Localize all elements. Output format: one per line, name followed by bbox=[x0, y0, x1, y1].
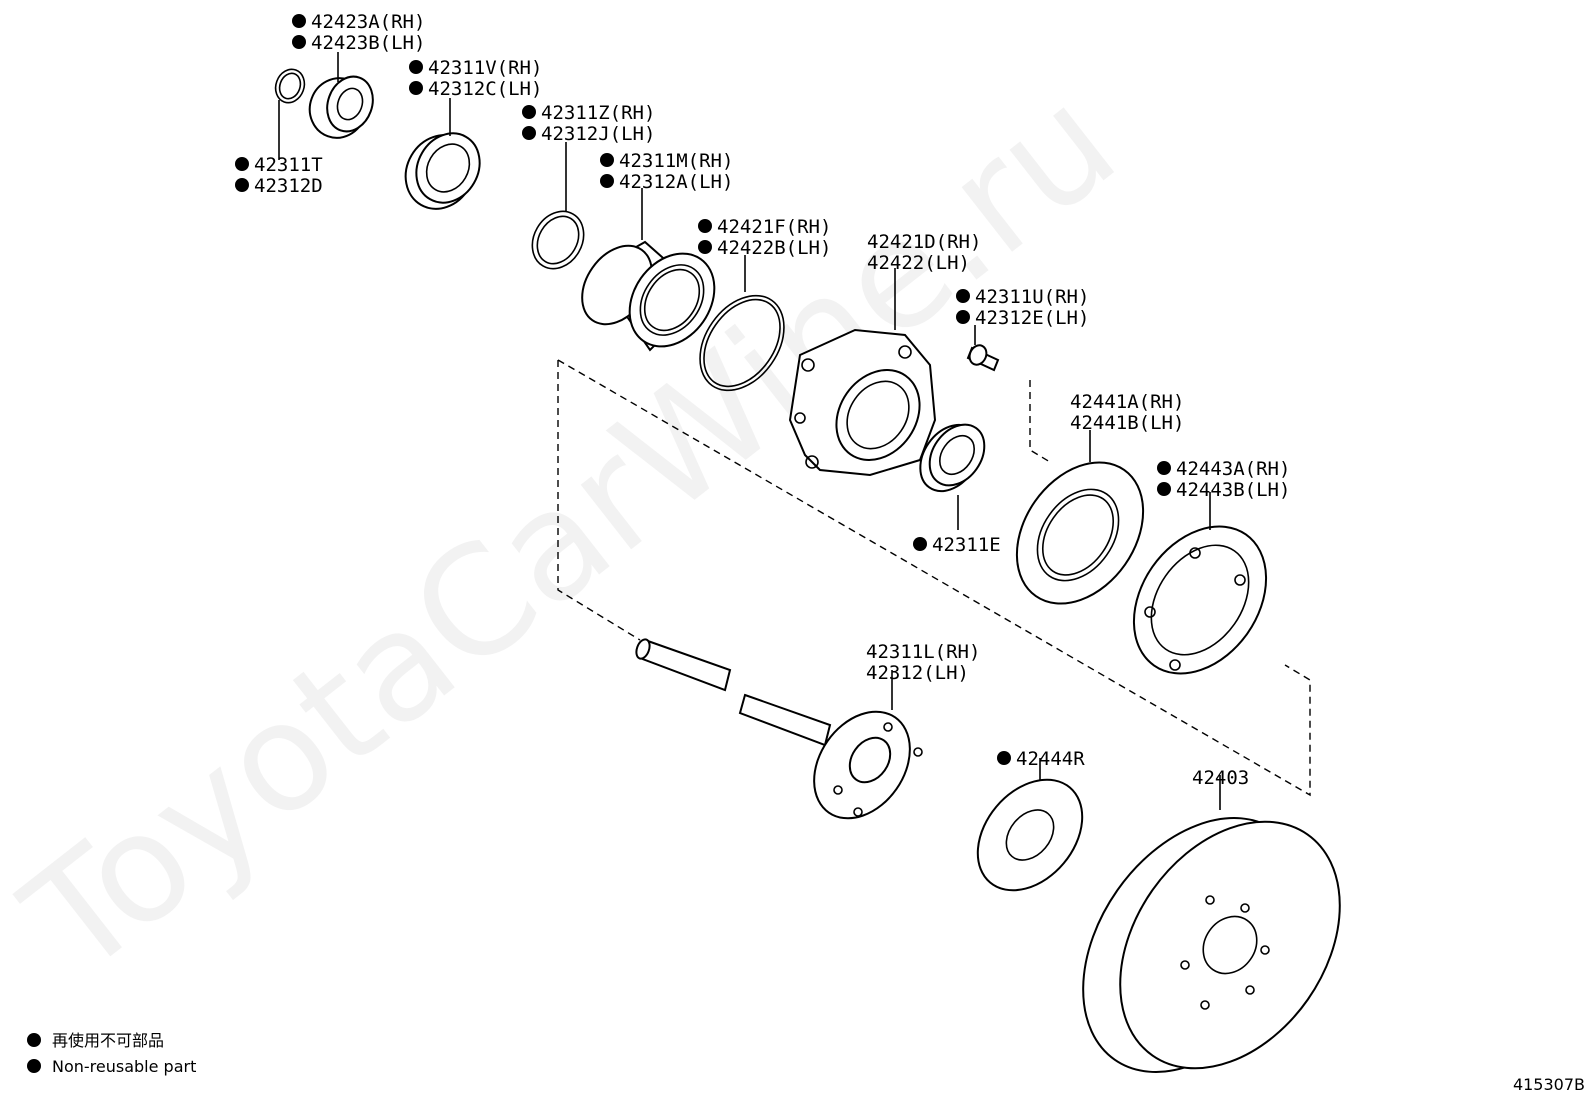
leader-lines bbox=[278, 52, 1221, 810]
svg-text:42443B(LH): 42443B(LH) bbox=[1176, 479, 1290, 501]
retainer-plate bbox=[1132, 525, 1268, 675]
diagram-code: 415307B bbox=[1513, 1075, 1585, 1094]
part-label-42311u: 42311U(RH) 42312E(LH) bbox=[956, 286, 1089, 329]
svg-text:42311Z(RH): 42311Z(RH) bbox=[541, 102, 655, 124]
part-label-42421f: 42421F(RH) 42422B(LH) bbox=[698, 216, 831, 259]
outer-oil-seal bbox=[404, 132, 481, 210]
svg-text:42311V(RH): 42311V(RH) bbox=[428, 57, 542, 79]
part-label-42403: 42403 bbox=[1192, 767, 1249, 789]
svg-text:42311L(RH): 42311L(RH) bbox=[866, 641, 980, 663]
svg-text:42312J(LH): 42312J(LH) bbox=[541, 123, 655, 145]
hub-bearing bbox=[581, 240, 716, 352]
axle-housing bbox=[788, 328, 937, 477]
axle-shaft bbox=[635, 638, 923, 820]
svg-text:42311M(RH): 42311M(RH) bbox=[619, 150, 733, 172]
svg-text:42311E: 42311E bbox=[932, 534, 1001, 556]
svg-text:42444R: 42444R bbox=[1016, 748, 1085, 770]
svg-text:42312E(LH): 42312E(LH) bbox=[975, 307, 1089, 329]
svg-text:42312D: 42312D bbox=[254, 175, 323, 197]
snap-ring-small bbox=[274, 68, 306, 104]
o-ring-small bbox=[531, 210, 585, 270]
brake-drum bbox=[1082, 817, 1341, 1073]
part-label-42441: 42441A(RH) 42441B(LH) bbox=[1070, 391, 1184, 434]
part-label-42311m: 42311M(RH) 42312A(LH) bbox=[600, 150, 733, 193]
svg-text:42422B(LH): 42422B(LH) bbox=[717, 237, 831, 259]
part-label-42443: 42443A(RH) 42443B(LH) bbox=[1157, 458, 1290, 501]
part-label-42311z: 42311Z(RH) 42312J(LH) bbox=[522, 102, 655, 145]
legend: 再使用不可部品 Non-reusable part bbox=[27, 1031, 196, 1076]
inner-oil-seal bbox=[919, 423, 986, 493]
svg-text:42312C(LH): 42312C(LH) bbox=[428, 78, 542, 100]
svg-text:42311U(RH): 42311U(RH) bbox=[975, 286, 1089, 308]
svg-text:42421D(RH): 42421D(RH) bbox=[867, 231, 981, 253]
part-label-42311v: 42311V(RH) 42312C(LH) bbox=[409, 57, 542, 100]
svg-text:42441B(LH): 42441B(LH) bbox=[1070, 412, 1184, 434]
svg-text:42311T: 42311T bbox=[254, 154, 323, 176]
bearing-spacer bbox=[308, 75, 374, 139]
hub-bolt bbox=[966, 344, 1000, 372]
svg-text:再使用不可部品: 再使用不可部品 bbox=[52, 1031, 164, 1050]
svg-text:Non-reusable part: Non-reusable part bbox=[52, 1057, 196, 1076]
part-label-42421d: 42421D(RH) 42422(LH) bbox=[867, 231, 981, 274]
part-label-42423: 42423A(RH) 42423B(LH) bbox=[292, 11, 425, 54]
svg-text:42422(LH): 42422(LH) bbox=[867, 252, 970, 274]
spacer-plate bbox=[976, 778, 1084, 892]
part-label-42311e: 42311E bbox=[913, 534, 1001, 556]
backing-plate-gasket bbox=[1015, 461, 1145, 605]
svg-text:42443A(RH): 42443A(RH) bbox=[1176, 458, 1290, 480]
svg-text:42423B(LH): 42423B(LH) bbox=[311, 32, 425, 54]
svg-text:42312(LH): 42312(LH) bbox=[866, 662, 969, 684]
svg-text:42421F(RH): 42421F(RH) bbox=[717, 216, 831, 238]
part-label-42444r: 42444R bbox=[997, 748, 1085, 770]
svg-text:42403: 42403 bbox=[1192, 767, 1249, 789]
part-label-42311t: 42311T 42312D bbox=[235, 154, 323, 197]
svg-text:42423A(RH): 42423A(RH) bbox=[311, 11, 425, 33]
svg-text:42441A(RH): 42441A(RH) bbox=[1070, 391, 1184, 413]
watermark: ToyotaCarWine.ru bbox=[0, 55, 1147, 1009]
assembly-dashed-lines bbox=[557, 359, 1311, 797]
part-label-42311l: 42311L(RH) 42312(LH) bbox=[866, 641, 980, 684]
svg-text:42312A(LH): 42312A(LH) bbox=[619, 171, 733, 193]
o-ring-large bbox=[699, 294, 785, 392]
